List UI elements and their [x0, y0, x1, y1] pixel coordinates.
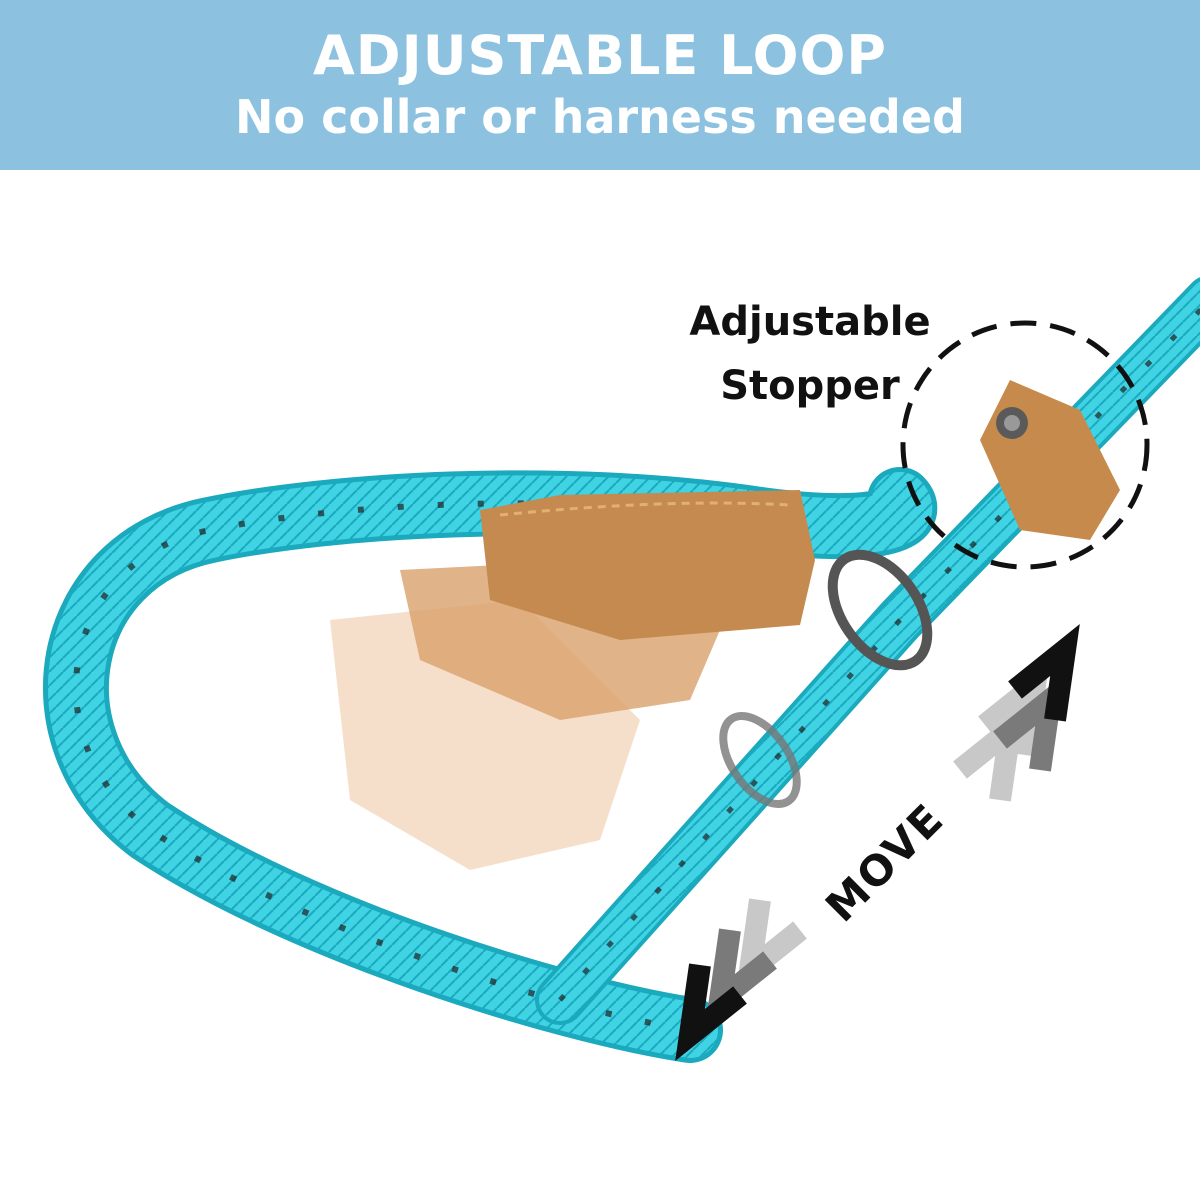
banner-title: ADJUSTABLE LOOP — [312, 24, 887, 87]
stopper-callout: Adjustable Stopper — [660, 290, 960, 418]
stopper-highlight-circle — [900, 320, 1150, 570]
arrow-down-left-icon — [675, 898, 807, 1061]
header-banner: ADJUSTABLE LOOP No collar or harness nee… — [0, 0, 1200, 170]
adjustable-stopper — [980, 380, 1120, 540]
callout-line-2: Stopper — [720, 363, 900, 409]
leather-tag — [480, 490, 815, 640]
metal-ring — [719, 549, 933, 808]
banner-subtitle: No collar or harness needed — [235, 90, 965, 144]
rope-main-line — [535, 277, 1200, 1025]
callout-line-1: Adjustable — [689, 299, 931, 345]
arrow-up-right-icon — [953, 624, 1080, 802]
